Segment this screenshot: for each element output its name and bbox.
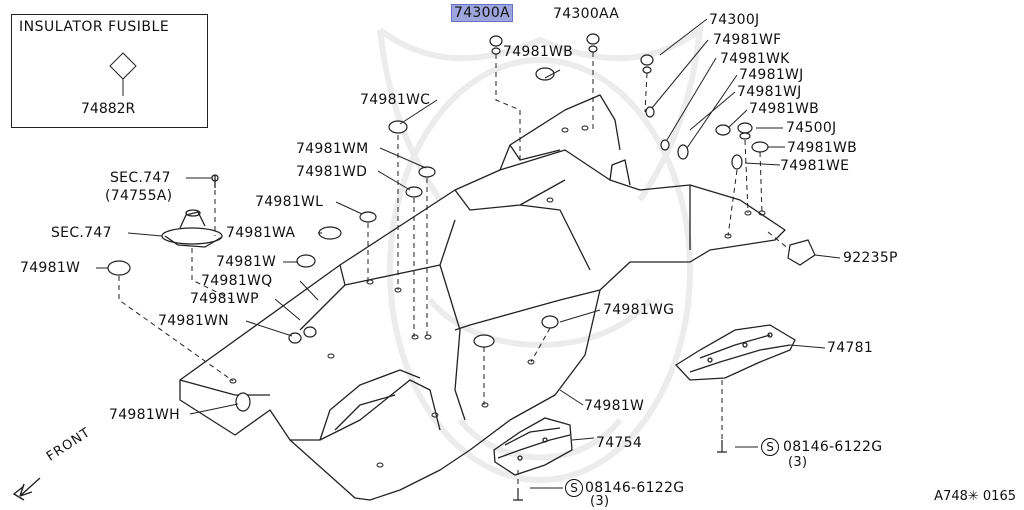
part-label-74981we[interactable]: 74981WE	[780, 158, 850, 174]
part-label-74981wk[interactable]: 74981WK	[720, 51, 790, 67]
part-label-74981wg[interactable]: 74981WG	[603, 302, 675, 318]
part-label-74981wb-low[interactable]: 74981WB	[787, 140, 858, 156]
watermark-emblem	[377, 23, 704, 483]
shift-boot	[161, 174, 223, 248]
part-label-74781[interactable]: 74781	[827, 340, 874, 356]
part-label-bolt-1[interactable]: 08146-6122G	[783, 439, 883, 455]
part-label-74981wj-2[interactable]: 74981WJ	[737, 84, 802, 100]
part-label-74981w-mid[interactable]: 74981W	[216, 254, 277, 270]
part-label-74981w-left[interactable]: 74981W	[20, 260, 81, 276]
screw-symbol-icon: S	[761, 438, 779, 456]
part-label-74981wc[interactable]: 74981WC	[360, 92, 431, 108]
part-label-bolt-2[interactable]: 08146-6122G	[585, 480, 685, 496]
part-label-74981wq[interactable]: 74981WQ	[201, 273, 273, 289]
part-label-74500j[interactable]: 74500J	[786, 120, 837, 136]
part-label-74981wa[interactable]: 74981WA	[226, 225, 296, 241]
part-label-74981wj-1[interactable]: 74981WJ	[739, 67, 804, 83]
inset-panel: INSULATOR FUSIBLE 74882R	[11, 14, 208, 128]
screw-symbol-icon: S	[565, 479, 583, 497]
part-label-74981wd[interactable]: 74981WD	[296, 164, 368, 180]
cover-74781	[674, 324, 796, 381]
part-label-74755a[interactable]: (74755A)	[105, 188, 173, 204]
bolt-2-quantity: (3)	[590, 494, 610, 509]
part-label-74300aa[interactable]: 74300AA	[553, 6, 620, 22]
inset-part-code[interactable]: 74882R	[81, 101, 136, 117]
inset-title: INSULATOR FUSIBLE	[19, 19, 170, 35]
part-label-74300a[interactable]: 74300A	[451, 4, 513, 22]
part-label-74754[interactable]: 74754	[596, 435, 643, 451]
part-label-74981w-right[interactable]: 74981W	[584, 398, 645, 414]
dashed-leaders	[118, 52, 791, 488]
front-arrow	[12, 477, 41, 501]
part-label-74300j[interactable]: 74300J	[709, 12, 760, 28]
part-label-sec747-top[interactable]: SEC.747	[110, 170, 171, 186]
leader-lines	[96, 18, 841, 489]
part-label-74981wl[interactable]: 74981WL	[255, 194, 324, 210]
cover-74754	[493, 417, 573, 476]
part-label-74981wf[interactable]: 74981WF	[713, 32, 782, 48]
part-label-74981wm[interactable]: 74981WM	[296, 141, 369, 157]
floor-insulator	[179, 94, 786, 501]
part-label-74981wb-top[interactable]: 74981WB	[503, 44, 574, 60]
part-label-74981wh[interactable]: 74981WH	[109, 407, 181, 423]
part-label-sec747[interactable]: SEC.747	[51, 225, 112, 241]
part-label-74981wb-mid[interactable]: 74981WB	[749, 101, 820, 117]
part-label-74981wp[interactable]: 74981WP	[190, 291, 259, 307]
fasteners	[107, 33, 816, 501]
part-label-92235p[interactable]: 92235P	[843, 250, 898, 266]
bolt-1-quantity: (3)	[788, 455, 808, 470]
diagram-reference: A748✳ 0165	[934, 489, 1016, 504]
part-label-74981wn[interactable]: 74981WN	[158, 313, 229, 329]
